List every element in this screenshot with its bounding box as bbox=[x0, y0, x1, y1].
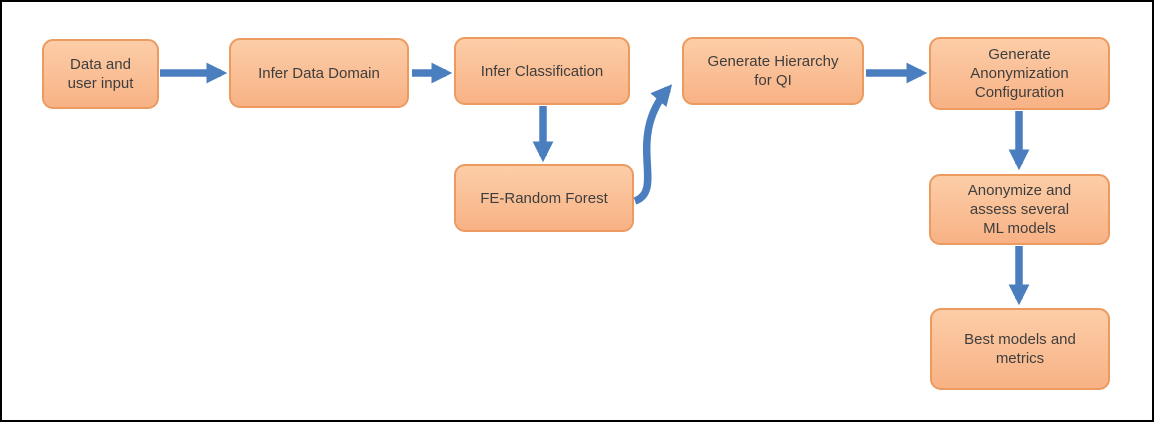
node-generate-anonymization-configuration: Generate Anonymization Configuration bbox=[929, 37, 1110, 110]
node-fe-random-forest: FE-Random Forest bbox=[454, 164, 634, 232]
node-infer-classification: Infer Classification bbox=[454, 37, 630, 105]
node-data-user-input: Data and user input bbox=[42, 39, 159, 109]
node-best-models-metrics-label: Best models and metrics bbox=[964, 331, 1076, 367]
node-generate-hierarchy-qi-label: Generate Hierarchy for QI bbox=[707, 53, 839, 89]
node-infer-data-domain-label: Infer Data Domain bbox=[258, 64, 380, 82]
arrow-fe-random-forest-to-generate-hierarchy bbox=[633, 84, 673, 205]
node-generate-anonymization-configuration-label: Generate Anonymization Configuration bbox=[970, 46, 1069, 101]
node-infer-data-domain: Infer Data Domain bbox=[229, 38, 409, 108]
node-anonymize-assess-ml-models: Anonymize and assess several ML models bbox=[929, 174, 1110, 245]
node-data-user-input-label: Data and user input bbox=[67, 56, 134, 92]
node-infer-classification-label: Infer Classification bbox=[480, 62, 604, 80]
node-generate-hierarchy-qi: Generate Hierarchy for QI bbox=[682, 37, 864, 105]
node-best-models-metrics: Best models and metrics bbox=[930, 308, 1110, 390]
node-fe-random-forest-label: FE-Random Forest bbox=[480, 189, 608, 207]
node-anonymize-assess-ml-models-label: Anonymize and assess several ML models bbox=[967, 182, 1072, 237]
